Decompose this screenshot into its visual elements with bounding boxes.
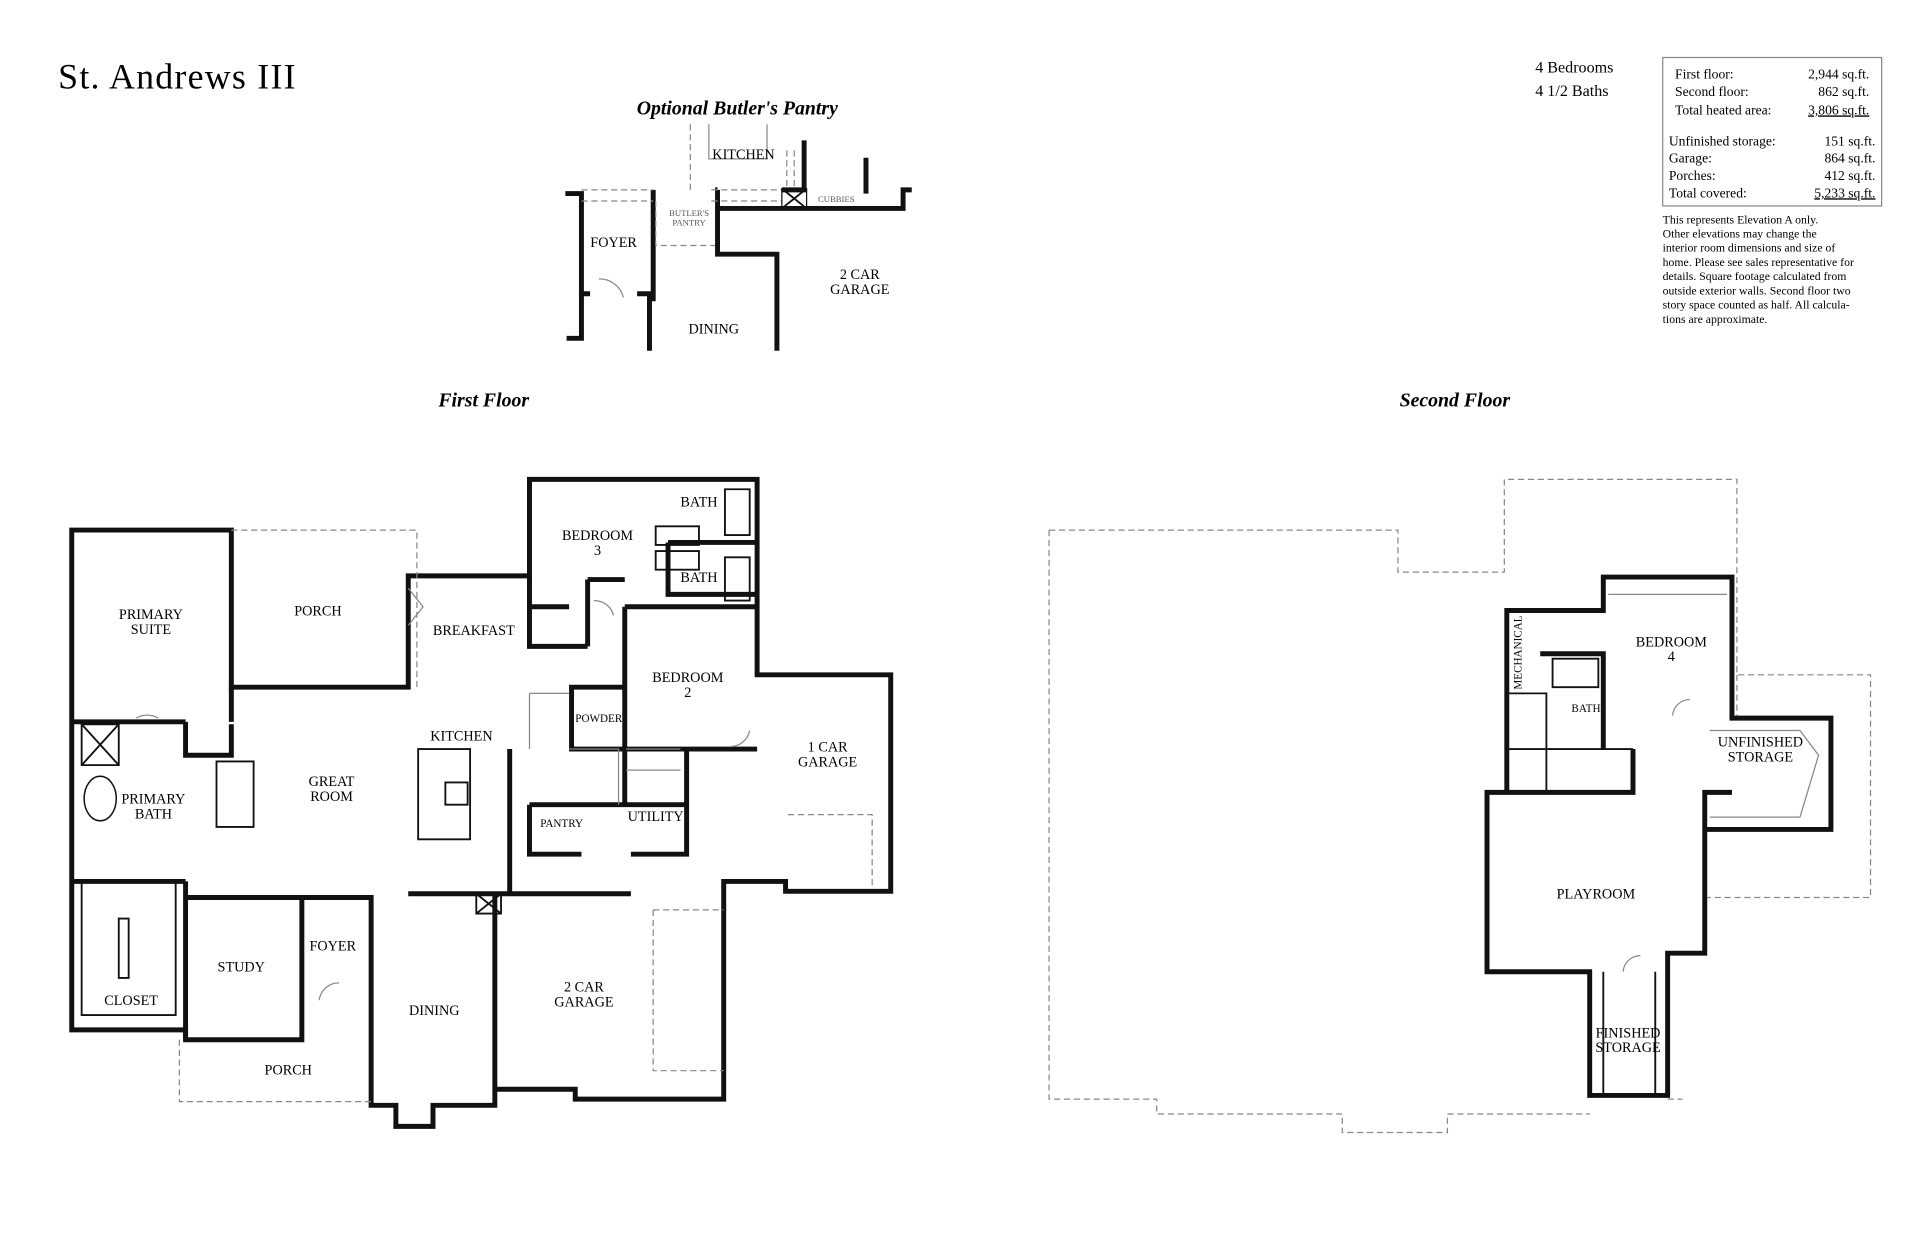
room-label: FOYER bbox=[309, 939, 356, 955]
room-label: STORAGE bbox=[1595, 1040, 1660, 1056]
room-label: BATH bbox=[680, 495, 717, 511]
room-label: BATH bbox=[1571, 703, 1600, 715]
room-label: POWDER bbox=[575, 713, 623, 725]
spec-value: 2,944 sq.ft. bbox=[1808, 67, 1869, 82]
room-label: 4 bbox=[1668, 649, 1675, 665]
note-line: tions are approximate. bbox=[1663, 313, 1768, 326]
room-label: KITCHEN bbox=[712, 147, 774, 163]
baths-count: 4 1/2 Baths bbox=[1535, 83, 1608, 100]
room-label: DINING bbox=[409, 1003, 460, 1019]
disclaimer-note: This represents Elevation A only. Other … bbox=[1663, 213, 1854, 326]
room-label: BEDROOM bbox=[562, 528, 633, 544]
first-floor-plan: First Floor PRIMARY SUITE PORCH BREAKFAS… bbox=[69, 389, 894, 1129]
spec-label: Total covered: bbox=[1669, 185, 1747, 200]
room-label: 3 bbox=[594, 543, 601, 559]
room-label: GARAGE bbox=[830, 282, 889, 298]
plan-title: St. Andrews III bbox=[58, 56, 297, 96]
note-line: outside exterior walls. Second floor two bbox=[1663, 284, 1851, 297]
spec-label: Unfinished storage: bbox=[1669, 133, 1776, 148]
room-label: GARAGE bbox=[554, 994, 613, 1010]
room-label: BEDROOM bbox=[1636, 634, 1707, 650]
room-label: CUBBIES bbox=[818, 194, 855, 204]
room-label: 2 CAR bbox=[840, 267, 880, 283]
inset-heading: Optional Butler's Pantry bbox=[637, 97, 838, 119]
room-label: STUDY bbox=[218, 960, 265, 976]
note-line: interior room dimensions and size of bbox=[1663, 242, 1836, 255]
spec-label: Porches: bbox=[1669, 168, 1716, 183]
bedrooms-count: 4 Bedrooms bbox=[1535, 59, 1613, 76]
first-floor-heading: First Floor bbox=[437, 389, 529, 411]
room-label: PANTRY bbox=[540, 818, 583, 830]
spec-value: 412 sq.ft. bbox=[1824, 168, 1875, 183]
room-label: BATH bbox=[135, 806, 172, 822]
square-footage-table: First floor: 2,944 sq.ft. Second floor: … bbox=[1662, 56, 1883, 207]
room-label: MECHANICAL bbox=[1513, 615, 1525, 689]
note-line: home. Please see sales representative fo… bbox=[1663, 256, 1854, 269]
spec-label: Total heated area: bbox=[1675, 102, 1771, 117]
room-label: SUITE bbox=[131, 622, 171, 638]
room-label: 2 CAR bbox=[564, 980, 604, 996]
spec-value: 864 sq.ft. bbox=[1824, 151, 1875, 166]
spec-value: 862 sq.ft. bbox=[1818, 84, 1869, 99]
room-label: GREAT bbox=[309, 774, 355, 790]
room-label: STORAGE bbox=[1728, 749, 1793, 765]
second-floor-plan: Second Floor MECHANICAL BEDROOM 4 BATH U… bbox=[1048, 389, 1872, 1134]
note-line: details. Square footage calculated from bbox=[1663, 270, 1847, 283]
note-line: Other elevations may change the bbox=[1663, 227, 1817, 240]
room-label: PRIMARY bbox=[121, 791, 185, 807]
butlers-pantry-inset: Optional Butler's Pantry KITCHEN BUTLER'… bbox=[565, 97, 912, 351]
room-label: BREAKFAST bbox=[433, 623, 515, 639]
room-label: PRIMARY bbox=[119, 607, 183, 623]
second-floor-heading: Second Floor bbox=[1400, 389, 1511, 411]
room-label: KITCHEN bbox=[430, 728, 492, 744]
room-label: PANTRY bbox=[672, 218, 706, 228]
spec-label: Garage: bbox=[1669, 151, 1712, 166]
room-label: ROOM bbox=[310, 789, 353, 805]
room-label: 1 CAR bbox=[808, 740, 848, 756]
room-label: UTILITY bbox=[628, 809, 684, 825]
room-label: PORCH bbox=[294, 603, 341, 619]
room-label: DINING bbox=[689, 321, 740, 337]
room-label: UNFINISHED bbox=[1718, 735, 1803, 751]
spec-value: 5,233 sq.ft. bbox=[1814, 185, 1875, 200]
note-line: story space counted as half. All calcula… bbox=[1663, 299, 1850, 312]
spec-label: Second floor: bbox=[1675, 84, 1749, 99]
room-label: GARAGE bbox=[798, 754, 857, 770]
room-label: BUTLER'S bbox=[669, 208, 709, 218]
room-label: FOYER bbox=[590, 235, 637, 251]
room-label: CLOSET bbox=[104, 993, 158, 1009]
room-label: PORCH bbox=[265, 1062, 312, 1078]
room-label: 2 bbox=[684, 685, 691, 701]
note-line: This represents Elevation A only. bbox=[1663, 213, 1819, 226]
spec-value: 3,806 sq.ft. bbox=[1808, 102, 1869, 117]
spec-label: First floor: bbox=[1675, 67, 1734, 82]
room-label: BATH bbox=[680, 570, 717, 586]
room-label: BEDROOM bbox=[652, 670, 723, 686]
spec-value: 151 sq.ft. bbox=[1824, 133, 1875, 148]
room-label: FINISHED bbox=[1596, 1025, 1661, 1041]
room-label: PLAYROOM bbox=[1557, 887, 1636, 903]
